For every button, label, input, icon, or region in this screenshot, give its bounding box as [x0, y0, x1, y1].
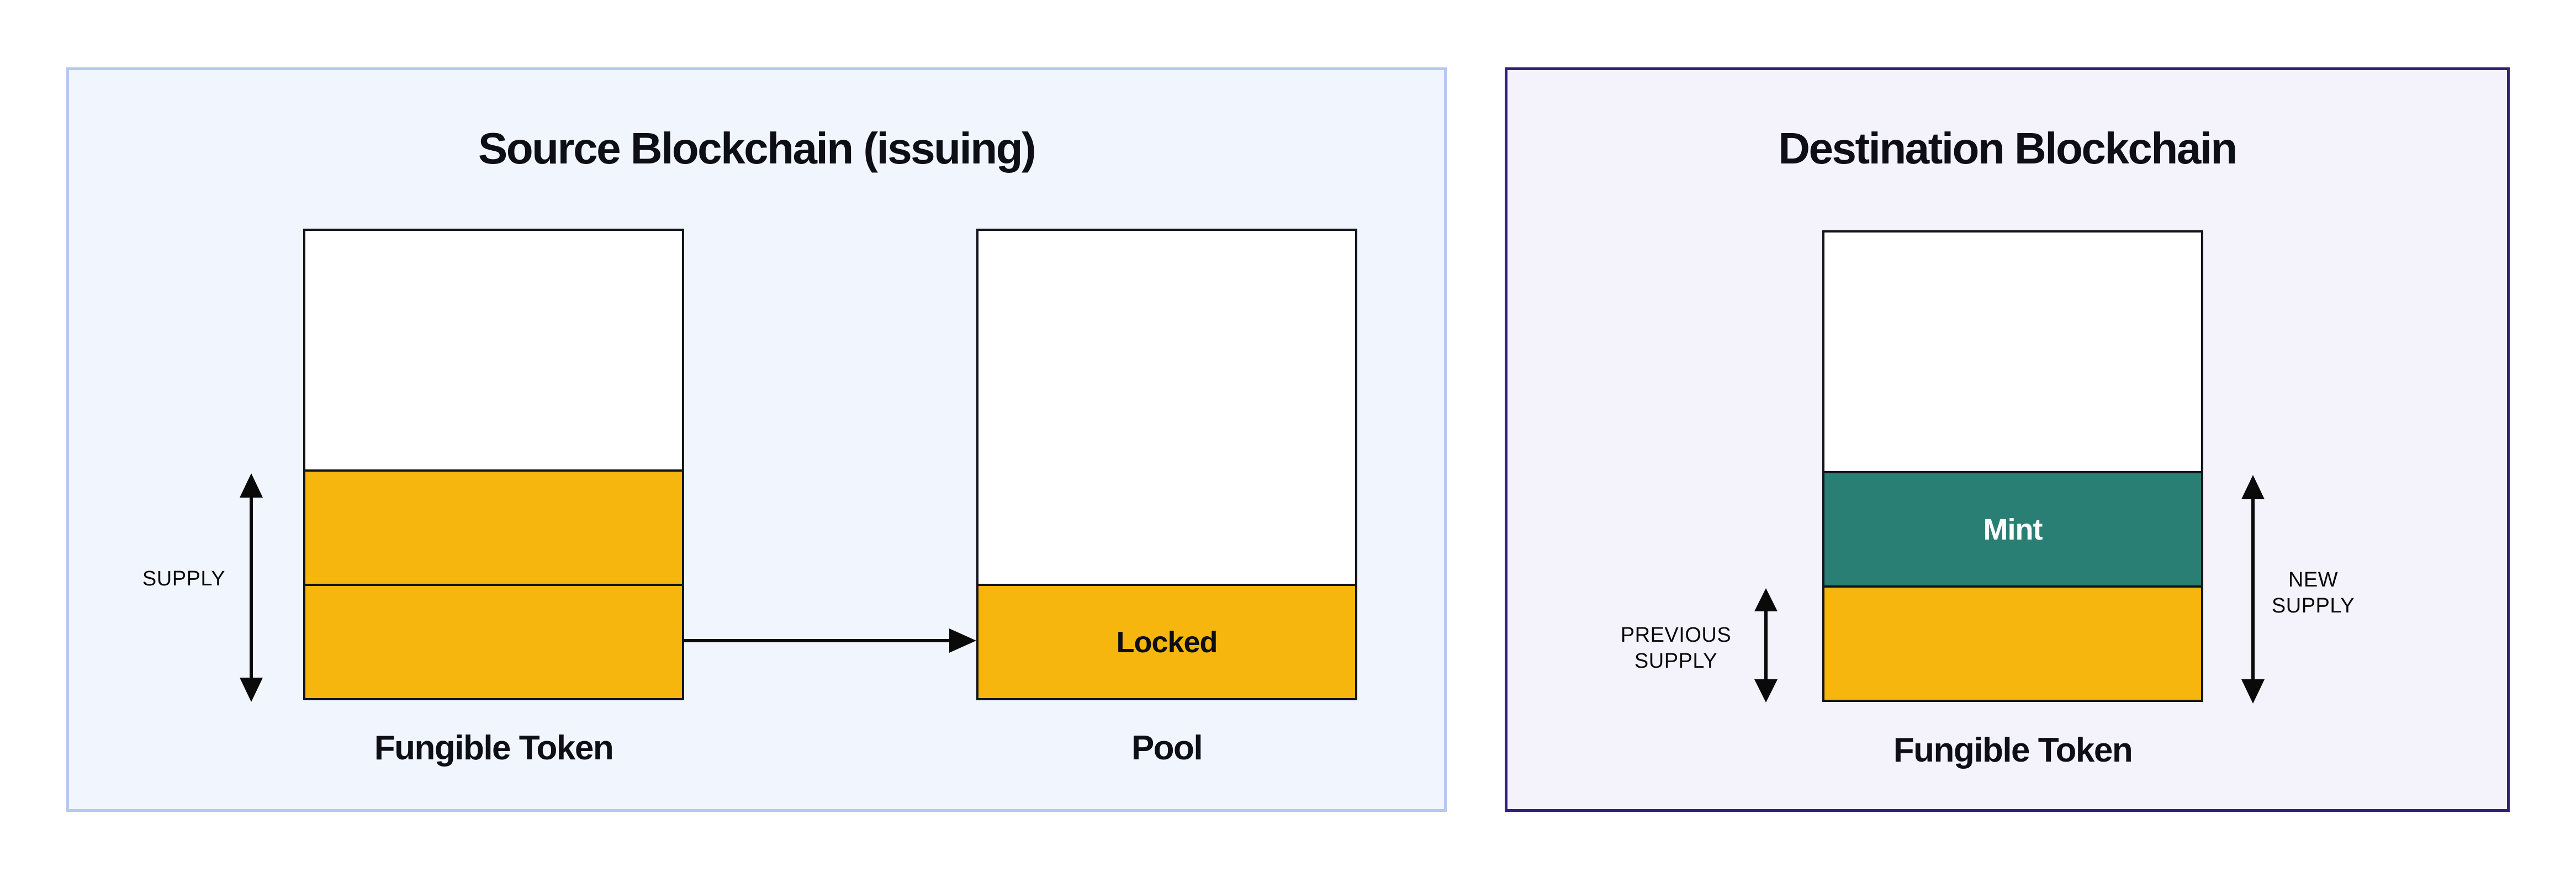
- destination-panel-title: Destination Blockchain: [1778, 124, 2238, 173]
- supply-label: SUPPLY: [142, 567, 226, 590]
- source-blockchain-panel: Source Blockchain (issuing) SUPPLY Locke…: [66, 67, 1447, 812]
- source-panel-title: Source Blockchain (issuing): [478, 124, 1036, 173]
- destination-fungible-token-box: Mint: [1822, 230, 2203, 702]
- previous-supply-label: PREVIOUS SUPPLY: [1620, 624, 1732, 673]
- new-supply-arrow-icon: [2241, 475, 2265, 704]
- source-fungible-token-box: [303, 229, 684, 700]
- locked-label: Locked: [1116, 625, 1218, 659]
- unissued-capacity-segment: [305, 231, 682, 469]
- supply-unit-upper-segment: [305, 469, 682, 584]
- pool-empty-segment: [978, 231, 1355, 584]
- previous-supply-arrow-icon: [1754, 588, 1778, 702]
- mint-label: Mint: [1983, 513, 2043, 546]
- destination-blockchain-panel: Destination Blockchain Mint PREVIOUS SUP…: [1505, 67, 2510, 812]
- destination-fungible-token-label: Fungible Token: [1893, 731, 2133, 769]
- locked-segment: Locked: [978, 584, 1355, 698]
- source-fungible-token-label: Fungible Token: [374, 729, 614, 767]
- new-supply-label: NEW SUPPLY: [2271, 568, 2355, 617]
- unissued-capacity-segment: [1824, 233, 2201, 471]
- supply-unit-lower-segment: [305, 584, 682, 698]
- pool-box: Locked: [976, 229, 1357, 700]
- transfer-arrow-icon: [684, 628, 976, 653]
- mint-segment: Mint: [1824, 471, 2201, 585]
- supply-range-arrow-icon: [240, 473, 263, 702]
- pool-label: Pool: [1131, 729, 1203, 767]
- previous-supply-segment: [1824, 585, 2201, 700]
